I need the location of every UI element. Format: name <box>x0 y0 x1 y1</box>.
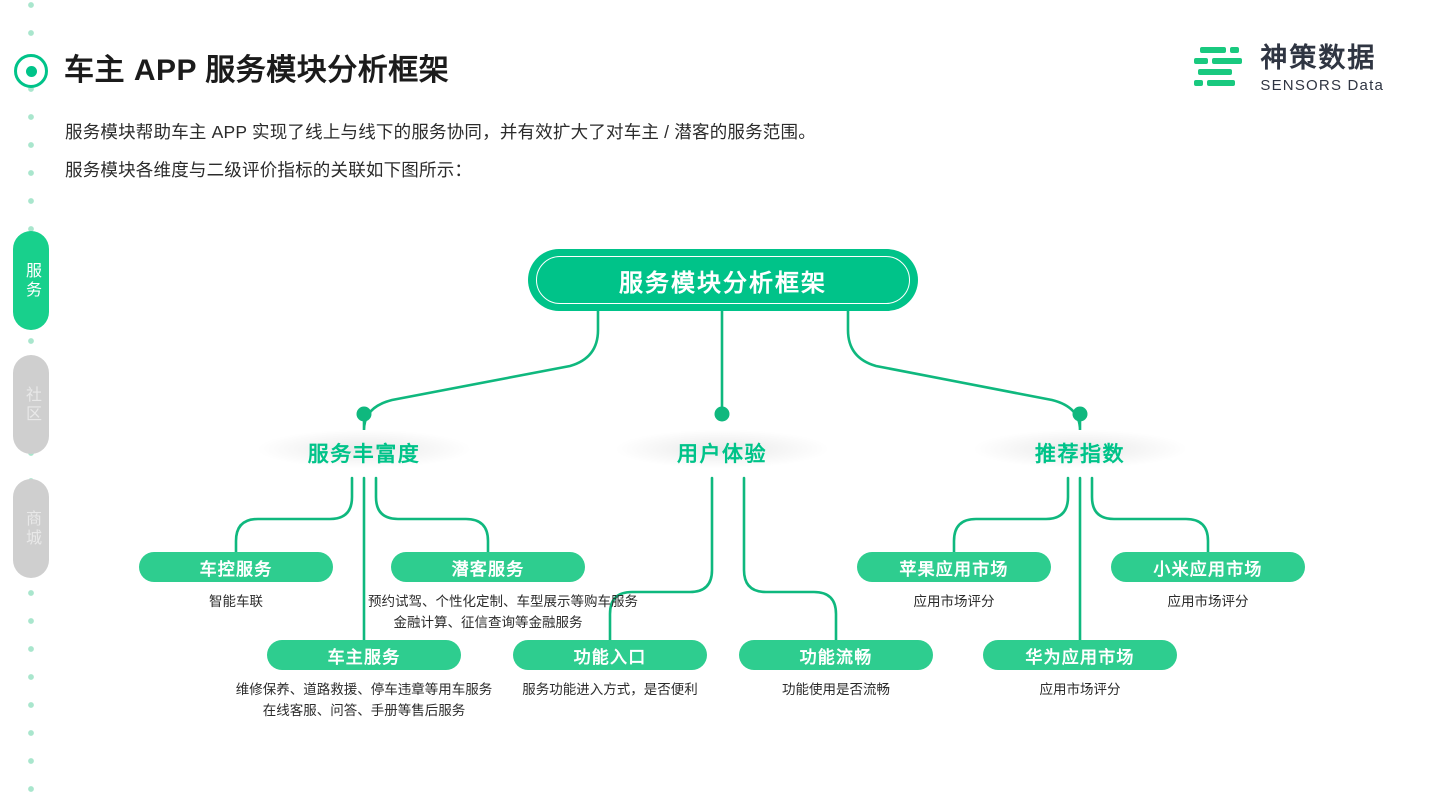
leaf-label: 苹果应用市场 <box>899 559 1009 579</box>
branch-shadow-plate <box>974 430 1186 468</box>
diagram-root-node[interactable]: 服务模块分析框架 <box>528 249 918 311</box>
diagram-leaf-vehicle-control[interactable]: 车控服务 <box>139 552 333 582</box>
leaf-caption-xiaomi-app-store: 应用市场评分 <box>1111 591 1305 612</box>
leaf-caption-prospect-service: 预约试驾、个性化定制、车型展示等购车服务 金融计算、征信查询等金融服务 <box>368 591 638 633</box>
caption-line: 功能使用是否流畅 <box>782 682 890 697</box>
leaf-caption-feature-smoothness: 功能使用是否流畅 <box>739 679 933 700</box>
logo-text-cn: 神策数据 <box>1260 43 1377 73</box>
page-title: 车主 APP 服务模块分析框架 <box>64 54 450 87</box>
intro-paragraph-1: 服务模块帮助车主 APP 实现了线上与线下的服务协同，并有效扩大了对车主 / 潜… <box>65 122 816 142</box>
diagram-leaf-prospect-service[interactable]: 潜客服务 <box>391 552 585 582</box>
leaf-label: 功能入口 <box>573 647 647 667</box>
branch-label: 服务丰富度 <box>307 443 421 466</box>
diagram-branch-user-experience[interactable]: 用户体验 <box>616 436 828 470</box>
sidebar-tab-label: 服务 <box>23 261 40 300</box>
sidebar-tab-community[interactable]: 社区 <box>13 355 49 454</box>
intro-paragraph-2: 服务模块各维度与二级评价指标的关联如下图所示： <box>65 160 473 180</box>
caption-line: 应用市场评分 <box>1167 594 1249 609</box>
diagram-branch-service-richness[interactable]: 服务丰富度 <box>258 436 470 470</box>
sensors-logo-icon <box>1192 43 1248 95</box>
leaf-label: 功能流畅 <box>799 647 873 667</box>
caption-line: 金融计算、征信查询等金融服务 <box>393 615 583 630</box>
branch-label: 用户体验 <box>677 443 767 466</box>
leaf-label: 小米应用市场 <box>1153 559 1263 579</box>
leaf-label: 车控服务 <box>199 559 273 579</box>
sidebar-tab-label: 社区 <box>23 385 40 424</box>
caption-line: 在线客服、问答、手册等售后服务 <box>262 703 466 718</box>
diagram-leaf-xiaomi-app-store[interactable]: 小米应用市场 <box>1111 552 1305 582</box>
logo-text-en: SENSORS Data <box>1260 77 1384 94</box>
branch-shadow-plate <box>258 430 470 468</box>
caption-line: 应用市场评分 <box>1039 682 1121 697</box>
diagram-leaf-owner-service[interactable]: 车主服务 <box>267 640 461 670</box>
caption-line: 智能车联 <box>209 594 263 609</box>
diagram-leaf-huawei-app-store[interactable]: 华为应用市场 <box>983 640 1177 670</box>
branch-shadow-plate <box>616 430 828 468</box>
leaf-caption-apple-app-store: 应用市场评分 <box>857 591 1051 612</box>
caption-line: 应用市场评分 <box>913 594 995 609</box>
sidebar-tab-label: 商城 <box>23 509 40 548</box>
sidebar-tab-service[interactable]: 服务 <box>13 231 49 330</box>
leaf-label: 华为应用市场 <box>1025 647 1135 667</box>
leaf-caption-feature-entry: 服务功能进入方式，是否便利 <box>500 679 720 700</box>
diagram-leaf-feature-smoothness[interactable]: 功能流畅 <box>739 640 933 670</box>
sidebar-tab-mall[interactable]: 商城 <box>13 479 49 578</box>
leaf-label: 潜客服务 <box>451 559 525 579</box>
caption-line: 维修保养、道路救援、停车违章等用车服务 <box>235 682 493 697</box>
diagram-branch-recommendation-index[interactable]: 推荐指数 <box>974 436 1186 470</box>
rail-current-marker-icon <box>14 54 48 88</box>
caption-line: 服务功能进入方式，是否便利 <box>522 682 698 697</box>
diagram-leaf-apple-app-store[interactable]: 苹果应用市场 <box>857 552 1051 582</box>
leaf-caption-vehicle-control: 智能车联 <box>139 591 333 612</box>
brand-logo: 神策数据 SENSORS Data <box>1192 40 1384 98</box>
branch-label: 推荐指数 <box>1035 443 1125 466</box>
leaf-caption-owner-service: 维修保养、道路救援、停车违章等用车服务 在线客服、问答、手册等售后服务 <box>230 679 498 721</box>
caption-line: 预约试驾、个性化定制、车型展示等购车服务 <box>368 594 638 609</box>
leaf-label: 车主服务 <box>327 647 401 667</box>
diagram-leaf-feature-entry[interactable]: 功能入口 <box>513 640 707 670</box>
leaf-caption-huawei-app-store: 应用市场评分 <box>983 679 1177 700</box>
root-node-label: 服务模块分析框架 <box>619 269 827 297</box>
